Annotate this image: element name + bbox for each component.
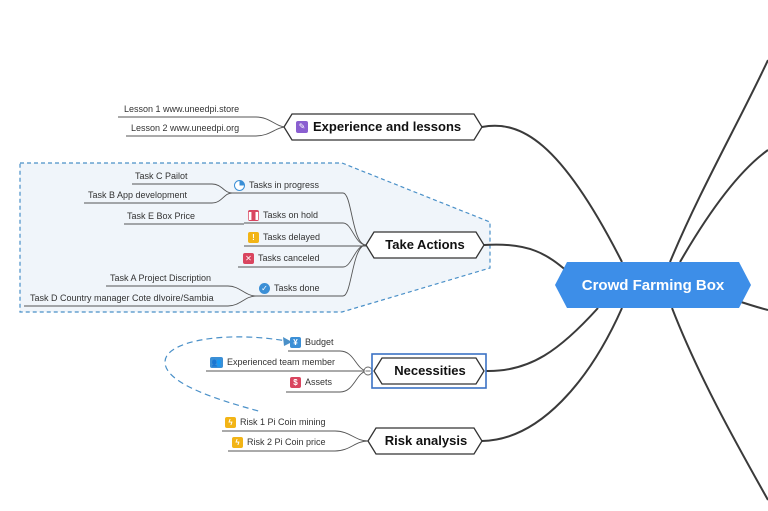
leaf-task-a[interactable]: Task A Project Discription (110, 273, 211, 284)
topic-necessities-label: Necessities (394, 363, 466, 378)
leaf-task-c-label: Task C Pailot (135, 171, 188, 181)
subtopic-canceled-label: Tasks canceled (258, 253, 320, 263)
lightning-icon: ϟ (225, 417, 236, 428)
team-icon: 👥 (210, 357, 223, 368)
leaf-risk-2-label: Risk 2 Pi Coin price (247, 437, 326, 447)
branch-experience (481, 124, 623, 263)
subtopic-on-hold-label: Tasks on hold (263, 210, 319, 220)
branch-right-2 (679, 149, 768, 263)
leaf-lesson-2[interactable]: Lesson 2 www.uneedpi.org (131, 123, 239, 134)
branch-necessities (485, 307, 599, 373)
subtopic-done[interactable]: ✓ Tasks done (259, 283, 320, 294)
leaf-team-label: Experienced team member (227, 357, 336, 367)
leaf-task-e[interactable]: Task E Box Price (127, 211, 195, 222)
dollar-icon: $ (290, 377, 301, 388)
branch-right-1 (669, 59, 768, 263)
exclamation-icon: ! (248, 232, 259, 243)
leaf-task-b[interactable]: Task B App development (88, 190, 187, 201)
necessities-relation-arc (164, 336, 293, 413)
cross-icon: ✕ (243, 253, 254, 264)
leaf-team[interactable]: 👥 Experienced team member (210, 357, 335, 368)
leaf-task-c[interactable]: Task C Pailot (135, 171, 188, 182)
relation-arrowhead (283, 337, 292, 346)
branch-actions (483, 243, 569, 273)
leaf-budget[interactable]: ¥ Budget (290, 337, 334, 348)
leaf-assets[interactable]: $ Assets (290, 377, 332, 388)
central-topic[interactable]: Crowd Farming Box (555, 262, 751, 308)
leaf-lesson-1[interactable]: Lesson 1 www.uneedpi.store (124, 104, 239, 115)
topic-experience[interactable]: ✎ Experience and lessons (296, 120, 476, 134)
subtopic-in-progress[interactable]: Tasks in progress (234, 180, 319, 191)
leaf-task-d-label: Task D Country manager Cote dIvoire/Samb… (30, 293, 214, 303)
leaf-task-e-label: Task E Box Price (127, 211, 196, 221)
leaf-risk-1[interactable]: ϟ Risk 1 Pi Coin mining (225, 417, 326, 428)
topic-risk-label: Risk analysis (384, 433, 468, 448)
central-topic-label: Crowd Farming Box (581, 276, 725, 294)
leaf-lesson-1-label: Lesson 1 www.uneedpi.store (124, 104, 240, 114)
branch-right-4 (671, 307, 768, 501)
experience-shape (283, 113, 483, 141)
leaf-risk-2[interactable]: ϟ Risk 2 Pi Coin price (232, 437, 326, 448)
central-topic-shape (555, 262, 751, 308)
leaf-task-d[interactable]: Task D Country manager Cote dIvoire/Samb… (30, 293, 214, 304)
topic-actions[interactable]: Take Actions (372, 238, 478, 252)
actions-shape (365, 231, 485, 259)
risk-shape (367, 427, 483, 455)
topic-experience-label: Experience and lessons (313, 119, 462, 134)
pencil-icon: ✎ (296, 121, 308, 133)
topic-risk[interactable]: Risk analysis (374, 434, 478, 448)
leaf-lesson-2-label: Lesson 2 www.uneedpi.org (131, 123, 240, 133)
subtopic-delayed[interactable]: ! Tasks delayed (248, 232, 320, 243)
topic-actions-label: Take Actions (385, 237, 465, 252)
lightning-icon: ϟ (232, 437, 243, 448)
subtopic-delayed-label: Tasks delayed (263, 232, 321, 242)
necessities-shape (373, 357, 485, 385)
leaf-task-b-label: Task B App development (88, 190, 188, 200)
progress-pie-icon (234, 180, 245, 191)
pause-icon: ❚❚ (246, 210, 261, 221)
leaf-risk-1-label: Risk 1 Pi Coin mining (240, 417, 326, 427)
subtopic-done-label: Tasks done (274, 283, 320, 293)
yen-icon: ¥ (290, 337, 301, 348)
necessities-selection-frame (371, 353, 487, 389)
leaf-assets-label: Assets (305, 377, 333, 387)
branch-risk (481, 307, 623, 442)
check-circle-icon: ✓ (259, 283, 270, 294)
topic-necessities[interactable]: Necessities (378, 364, 482, 378)
subtopic-in-progress-label: Tasks in progress (249, 180, 320, 190)
subtopic-canceled[interactable]: ✕ Tasks canceled (243, 253, 320, 264)
leaf-task-a-label: Task A Project Discription (110, 273, 212, 283)
subtopic-on-hold[interactable]: ❚❚ Tasks on hold (246, 210, 319, 221)
leaf-budget-label: Budget (305, 337, 334, 347)
